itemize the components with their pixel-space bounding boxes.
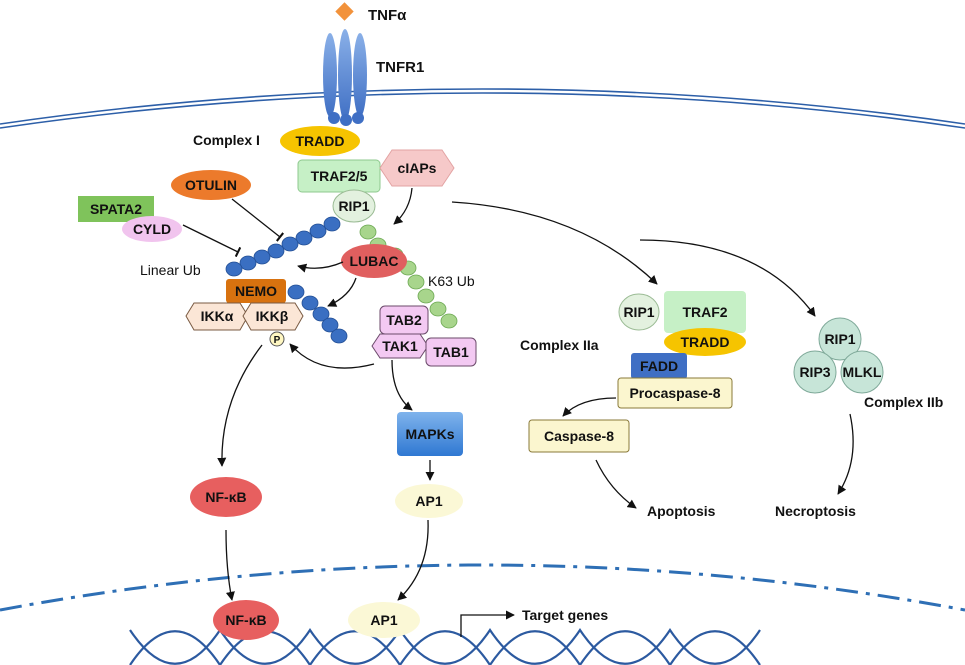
procaspase-label: Procaspase-8 [629, 385, 720, 401]
target-genes-label: Target genes [522, 607, 608, 623]
otulin-node [171, 170, 251, 200]
ciaps-to-rip1-arrow [393, 187, 413, 225]
iib-mlkl-node [840, 350, 884, 394]
complex-i-to-iib-arrow [639, 239, 816, 317]
procaspase-node [617, 377, 733, 409]
lubac-label: LUBAC [350, 253, 399, 269]
nuclear-envelope [0, 563, 965, 612]
complex-iib-to-necroptosis-arrow [837, 413, 854, 495]
iia-tradd-node [664, 328, 746, 356]
iia-traf2-node [664, 291, 746, 333]
nfkb-nuclear-node [213, 600, 279, 640]
nfkb-label: NF-κB [205, 489, 246, 505]
nemo-node [226, 279, 286, 303]
nfkb-to-nucleus-arrow [225, 529, 235, 601]
lubac-to-nemo-arrow [327, 277, 357, 307]
ap1-nuclear-node [348, 602, 420, 638]
tnf-alpha-label: TNFα [368, 7, 407, 24]
complex-iia-label: Complex IIa [520, 337, 599, 353]
lubac-to-linear-arrow [297, 261, 344, 273]
cyld-inhibit-line [182, 224, 242, 258]
linear-ub-label: Linear Ub [140, 262, 201, 278]
caspase-node [528, 419, 630, 453]
iia-fadd-node [631, 353, 687, 379]
tak1-label: TAK1 [382, 338, 418, 354]
tak1-to-mapks-arrow [391, 359, 413, 411]
ikk-to-nfkb-arrow [217, 344, 263, 467]
iia-rip1-label: RIP1 [623, 304, 654, 320]
tradd-node [280, 126, 360, 156]
iib-rip1-node [818, 317, 862, 361]
ikkb-label: IKKβ [256, 308, 289, 324]
transcription-arrow [460, 610, 515, 637]
tab2-label: TAB2 [386, 312, 422, 328]
ikka-label: IKKα [201, 308, 234, 324]
ciaps-label: cIAPs [398, 160, 437, 176]
tnf-alpha-diamond [335, 2, 354, 21]
rip1-node [332, 189, 376, 223]
ap1-nuclear-label: AP1 [370, 612, 397, 628]
nfkb-node [190, 477, 262, 517]
dna-helix [129, 628, 761, 665]
mapks-node [397, 412, 463, 456]
spata2-label: SPATA2 [90, 201, 142, 217]
nemo-label: NEMO [235, 283, 277, 299]
ap1-node [395, 484, 463, 518]
mapks-label: MAPKs [405, 426, 454, 442]
traf25-label: TRAF2/5 [311, 168, 368, 184]
tab1-node [425, 337, 477, 367]
complex-i-label: Complex I [193, 132, 260, 148]
ap1-label: AP1 [415, 493, 442, 509]
ap1-to-nucleus-arrow [397, 519, 429, 601]
cyld-label: CYLD [133, 221, 171, 237]
caspase-to-apoptosis-arrow [595, 459, 637, 509]
complex-i-to-iia-arrow [451, 201, 658, 285]
otulin-inhibit-line [231, 198, 285, 242]
cyld-node [122, 216, 182, 242]
iib-rip3-node [793, 350, 837, 394]
phospho-label: P [274, 335, 281, 346]
k63-ub-label: K63 Ub [428, 273, 475, 289]
lubac-node [341, 244, 407, 278]
iia-rip1-node [618, 293, 660, 331]
necroptosis-label: Necroptosis [775, 503, 856, 519]
procaspase-to-caspase-arrow [562, 397, 617, 417]
otulin-label: OTULIN [185, 177, 237, 193]
iib-rip1-label: RIP1 [824, 331, 855, 347]
apoptosis-label: Apoptosis [647, 503, 716, 519]
complex-iib-label: Complex IIb [864, 394, 943, 410]
iia-fadd-label: FADD [640, 358, 678, 374]
tab1-label: TAB1 [433, 344, 469, 360]
iib-mlkl-label: MLKL [843, 364, 882, 380]
iib-rip3-label: RIP3 [799, 364, 830, 380]
ciaps-node [379, 149, 455, 187]
linear-ub-chain [225, 216, 348, 344]
iia-traf2-label: TRAF2 [682, 304, 727, 320]
iia-tradd-label: TRADD [681, 334, 730, 350]
tnfr1-receptor [323, 29, 367, 126]
ikkb-node [242, 302, 304, 331]
tradd-label: TRADD [296, 133, 345, 149]
phospho-marker [269, 331, 285, 347]
nfkb-nuclear-label: NF-κB [225, 612, 266, 628]
rip1-label: RIP1 [338, 198, 369, 214]
traf25-node [297, 159, 381, 193]
tak1-to-ikk-arrow [289, 343, 375, 369]
caspase-label: Caspase-8 [544, 428, 614, 444]
cell-membrane [0, 88, 965, 129]
tnfr1-label: TNFR1 [376, 59, 424, 76]
